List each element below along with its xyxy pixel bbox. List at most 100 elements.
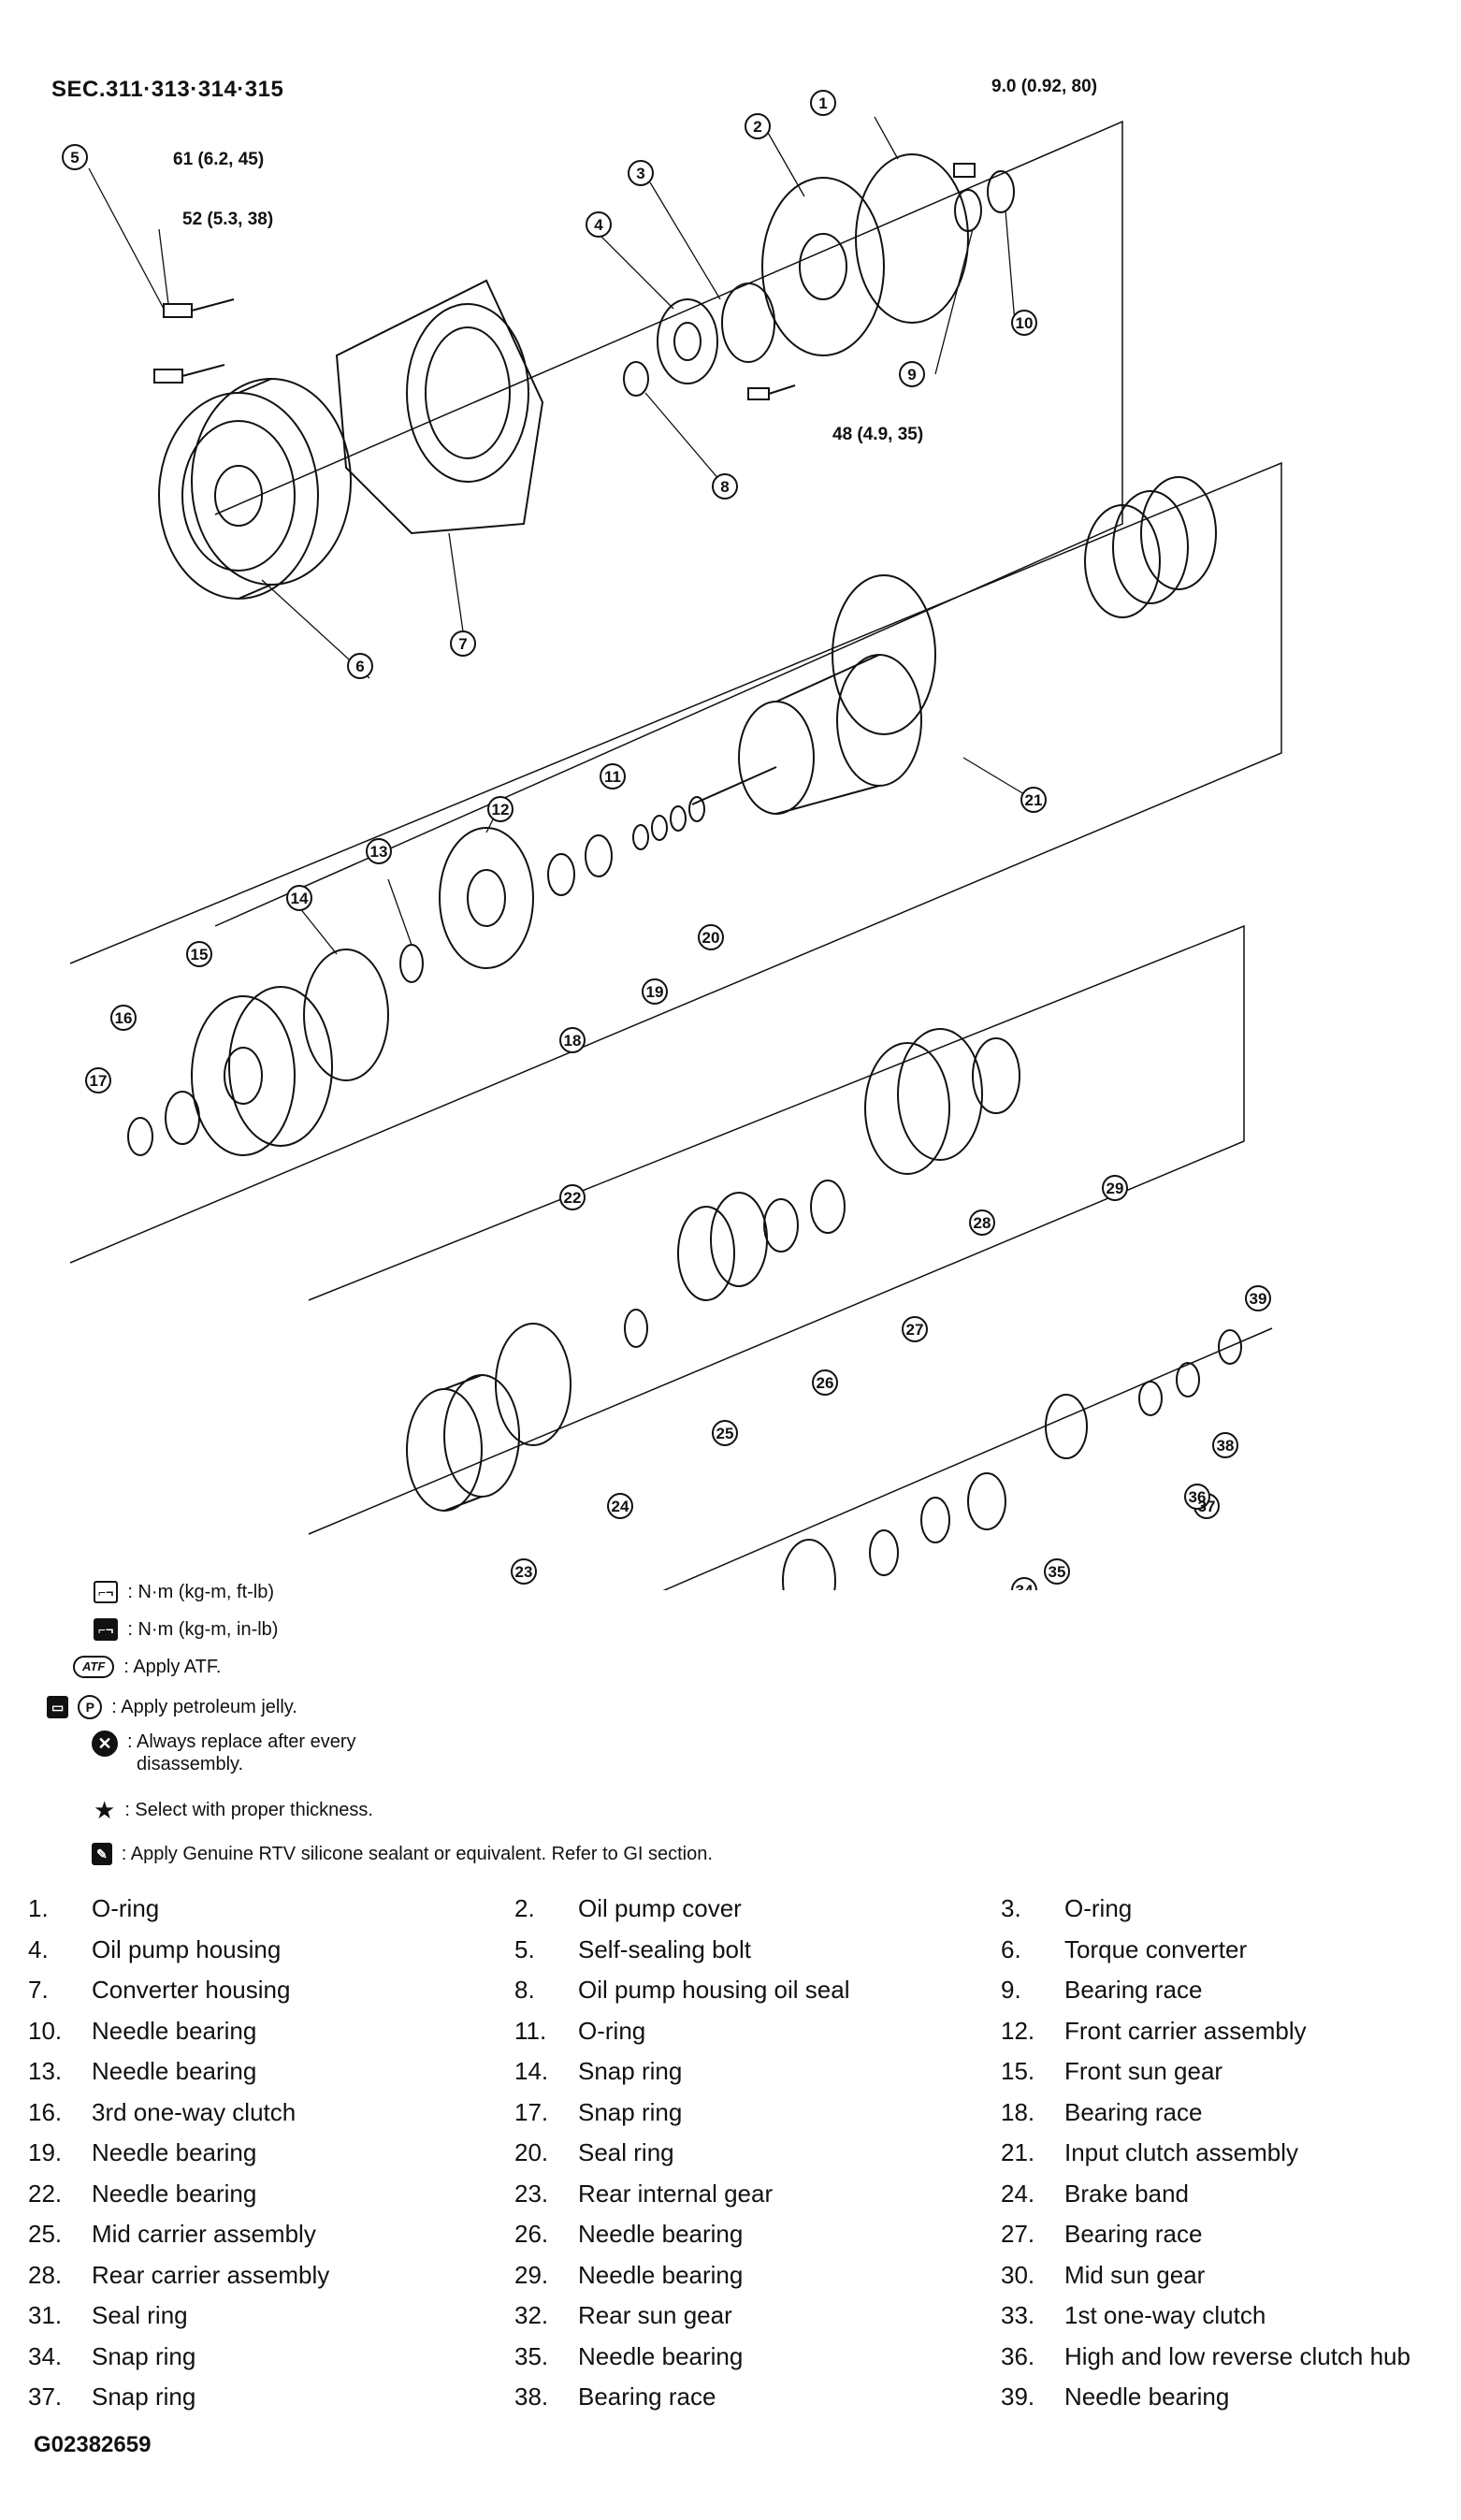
- parts-list-item: 8.Oil pump housing oil seal: [514, 1976, 850, 2005]
- legend-torque-ftlb: ⌐¬ : N·m (kg-m, ft-lb): [94, 1581, 274, 1603]
- part-name: 3rd one-way clutch: [92, 2097, 297, 2126]
- part-name: Snap ring: [92, 2341, 196, 2370]
- parts-list-item: 24.Brake band: [1001, 2180, 1189, 2209]
- part-number: 18.: [1001, 2097, 1035, 2126]
- legend-select-thickness: ★ : Select with proper thickness.: [94, 1796, 373, 1825]
- petroleum-jelly-icon: P: [78, 1695, 103, 1719]
- part-number: 10.: [28, 2016, 63, 2045]
- converter-housing-part: [335, 279, 544, 535]
- svg-text:39: 39: [1250, 1290, 1267, 1308]
- part-name: Bearing race: [1064, 2097, 1203, 2126]
- svg-text:15: 15: [191, 946, 209, 963]
- part-name: Seal ring: [578, 2138, 674, 2166]
- part-number: 33.: [1001, 2301, 1035, 2329]
- part-name: 1st one-way clutch: [1064, 2301, 1266, 2329]
- part-number: 24.: [1001, 2179, 1035, 2208]
- svg-text:18: 18: [564, 1032, 582, 1050]
- parts-list-item: 22.Needle bearing: [28, 2180, 256, 2209]
- part-number: 20.: [514, 2138, 549, 2166]
- parts-list-item: 29. Needle bearing: [514, 2261, 743, 2290]
- legend-apply-rtv-text: : Apply Genuine RTV silicone sealant or …: [121, 1843, 713, 1864]
- torque-wrench-inlb-icon: ⌐¬: [94, 1618, 119, 1641]
- svg-text:10: 10: [1016, 314, 1034, 332]
- part-name: High and low reverse clutch hub: [1064, 2341, 1410, 2370]
- part-number: 13.: [28, 2057, 63, 2085]
- parts-list-item: 33. 1st one-way clutch: [1001, 2301, 1266, 2330]
- legend-torque-ftlb-text: : N·m (kg-m, ft-lb): [127, 1581, 275, 1602]
- part-number: 2.: [514, 1894, 535, 1922]
- group-frame-pump: [214, 120, 1123, 927]
- parts-list-item: 17. Snap ring: [514, 2098, 682, 2127]
- svg-text:19: 19: [646, 983, 664, 1001]
- part-number: 5.: [514, 1934, 535, 1963]
- svg-text:17: 17: [90, 1072, 108, 1090]
- part-number: 21.: [1001, 2138, 1035, 2166]
- leader-lines: [88, 116, 1034, 955]
- parts-list-item: 13.Needle bearing: [28, 2057, 256, 2086]
- parts-list-item: 37.Snap ring: [28, 2382, 195, 2411]
- parts-list-item: 23.Rear internal gear: [514, 2180, 773, 2209]
- torque-spec-pump-housing-bolt: 48 (4.9, 35): [832, 425, 923, 444]
- part-number: 6.: [1001, 1934, 1021, 1963]
- parts-list-item: 11.O-ring: [514, 2017, 645, 2046]
- svg-text:8: 8: [720, 478, 729, 496]
- svg-text:21: 21: [1025, 791, 1043, 809]
- svg-text:27: 27: [906, 1321, 924, 1339]
- parts-list-item: 36. High and low reverse clutch hub: [1001, 2342, 1410, 2371]
- part-name: O-ring: [92, 1894, 160, 1922]
- svg-text:2: 2: [753, 118, 761, 136]
- part-number: 14.: [514, 2057, 549, 2085]
- star-icon: ★: [94, 1796, 116, 1824]
- part-number: 4.: [28, 1934, 49, 1963]
- parts-list-item: 5.Self-sealing bolt: [514, 1935, 751, 1964]
- svg-text:29: 29: [1107, 1180, 1124, 1197]
- atf-icon: ATF: [73, 1656, 115, 1678]
- part-number: 39.: [1001, 2382, 1035, 2411]
- parts-list-item: 1. O-ring: [28, 1894, 159, 1923]
- part-name: Bearing race: [578, 2382, 716, 2411]
- legend-always-replace: ✕ : Always replace after every disassemb…: [92, 1731, 356, 1775]
- group-frame-rear: [308, 924, 1245, 1535]
- part-number: 29.: [514, 2260, 549, 2289]
- part-number: 17.: [514, 2097, 549, 2126]
- part-name: Seal ring: [92, 2301, 188, 2329]
- torque-spec-pump-bolts: 9.0 (0.92, 80): [991, 77, 1097, 96]
- parts-list-item: 6.Torque converter: [1001, 1935, 1247, 1964]
- parts-list-item: 26.Needle bearing: [514, 2220, 743, 2249]
- parts-list-item: 12.Front carrier assembly: [1001, 2017, 1307, 2046]
- svg-text:1: 1: [818, 94, 827, 112]
- svg-text:4: 4: [594, 216, 603, 234]
- parts-list-item: 16.3rd one-way clutch: [28, 2098, 296, 2127]
- part-number: 15.: [1001, 2057, 1035, 2085]
- group-frame-input: [69, 461, 1282, 1264]
- part-name: Snap ring: [578, 2097, 683, 2126]
- front-sun-gear-parts: [127, 986, 333, 1156]
- parts-list-item: 14.Snap ring: [514, 2057, 682, 2086]
- legend-torque-inlb-text: : N·m (kg-m, in-lb): [127, 1618, 279, 1640]
- part-number: 3.: [1001, 1894, 1021, 1922]
- parts-list-item: 25.Mid carrier assembly: [28, 2220, 316, 2249]
- svg-text:16: 16: [115, 1009, 133, 1027]
- parts-list-item: 27.Bearing race: [1001, 2220, 1202, 2249]
- part-name: Needle bearing: [1064, 2382, 1230, 2411]
- parts-list-item: 28.Rear carrier assembly: [28, 2261, 329, 2290]
- parts-list-item: 18. Bearing race: [1001, 2098, 1202, 2127]
- part-number: 1.: [28, 1894, 49, 1922]
- torque-spec-self-sealing-bolt: 61 (6.2, 45): [173, 150, 264, 169]
- front-carrier-parts: [303, 796, 705, 1081]
- legend-always-replace-text-2: disassembly.: [137, 1754, 244, 1774]
- legend-apply-atf: ATF : Apply ATF.: [73, 1656, 221, 1678]
- parts-list-item: 30.Mid sun gear: [1001, 2261, 1205, 2290]
- oil-pump-parts: [623, 153, 1015, 397]
- legend-apply-petroleum-text: : Apply petroleum jelly.: [111, 1696, 297, 1717]
- part-name: Bearing race: [1064, 2220, 1203, 2248]
- part-name: Needle bearing: [578, 2260, 744, 2289]
- part-name: Oil pump housing oil seal: [578, 1976, 850, 2004]
- input-clutch-assembly-part: [691, 476, 1217, 815]
- legend-apply-atf-text: : Apply ATF.: [123, 1656, 222, 1677]
- svg-text:38: 38: [1217, 1437, 1235, 1455]
- part-number: 36.: [1001, 2341, 1035, 2370]
- svg-text:6: 6: [355, 658, 364, 675]
- part-number: 34.: [28, 2341, 63, 2370]
